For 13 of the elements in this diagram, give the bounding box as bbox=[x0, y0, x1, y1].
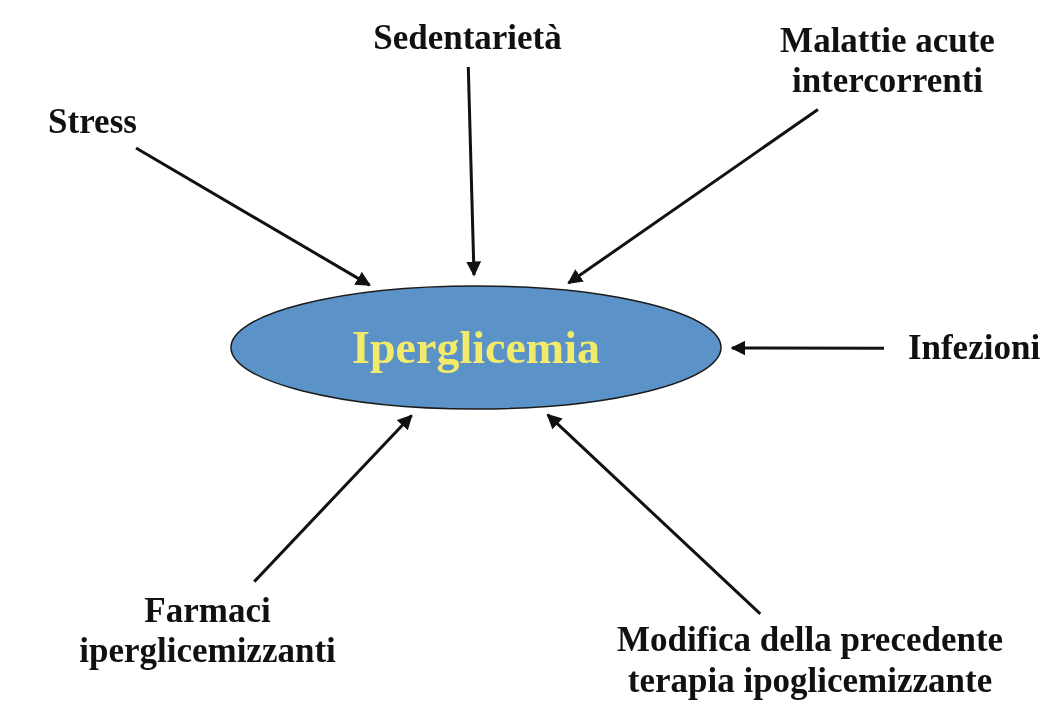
ellipse-title: Iperglicemia bbox=[352, 321, 600, 374]
arrow bbox=[730, 340, 884, 356]
arrow bbox=[466, 66, 482, 277]
factor-label: Sedentarietà bbox=[373, 18, 562, 59]
factor-label: Modifica della precedente terapia ipoglicemizzante bbox=[615, 620, 1005, 701]
arrow bbox=[546, 413, 762, 615]
arrow bbox=[567, 108, 819, 285]
arrow bbox=[135, 146, 371, 287]
factor-label: Infezioni bbox=[907, 328, 1041, 369]
factor-label: Farmaci iperglicemizzanti bbox=[79, 590, 336, 672]
factor-label: Malattie acute intercorrenti bbox=[779, 20, 996, 102]
factor-label: Stress bbox=[48, 102, 137, 143]
arrow bbox=[253, 414, 413, 583]
